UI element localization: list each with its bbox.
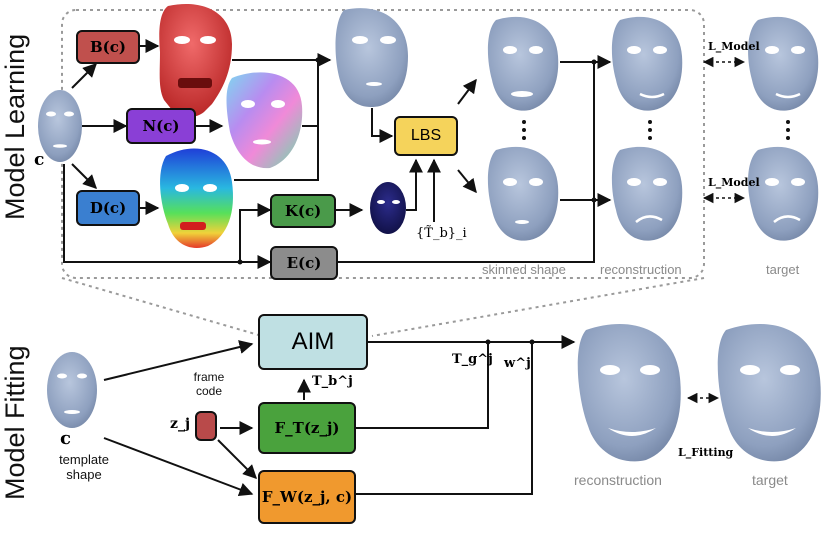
fitting-target-face — [717, 324, 821, 462]
frame-code-label: frame code — [193, 370, 225, 398]
reconstruction-face-top — [611, 16, 683, 111]
fitting-target-label: target — [752, 472, 788, 488]
box-b: B(c) — [76, 30, 140, 64]
tg-label: T_g^j — [452, 352, 493, 367]
template-shape-label: template shape — [59, 452, 109, 482]
target-face-top — [748, 16, 819, 111]
aim-funnel-right — [371, 277, 705, 337]
box-e: E(c) — [270, 246, 338, 280]
learning-target-label: target — [766, 262, 800, 277]
tb-label: T_b^j — [312, 374, 353, 389]
model-fitting-title: Model Fitting — [0, 345, 30, 500]
bone-transforms-label: {T̃_b}_i — [416, 226, 467, 241]
aim-funnel-left — [61, 277, 263, 337]
frame-code-var: z_j — [170, 416, 191, 432]
template-code-label: c — [60, 428, 71, 449]
box-fw: F_W(z_j, c) — [258, 470, 356, 524]
blendshape-heat-face — [160, 148, 233, 248]
skinned-shape-label: skinned shape — [482, 262, 566, 277]
loss-model-bottom: L_Model — [708, 176, 760, 189]
template-face — [47, 352, 97, 428]
box-k: K(c) — [270, 194, 336, 228]
skinned-face-top — [487, 16, 559, 111]
skinned-face-bottom — [487, 146, 559, 241]
input-code-label: c — [34, 150, 45, 170]
w-label: w^j — [504, 356, 531, 371]
fitting-reconstruction-label: reconstruction — [574, 472, 662, 488]
loss-fitting-label: L_Fitting — [678, 446, 734, 459]
model-learning-title: Model Learning — [0, 33, 30, 220]
target-face-bottom — [748, 146, 819, 241]
frame-code-swatch — [195, 411, 217, 441]
reconstruction-face-bottom — [611, 146, 683, 241]
box-n: N(c) — [126, 108, 196, 144]
normal-map-face — [226, 72, 303, 169]
loss-model-top: L_Model — [708, 40, 760, 53]
ellipsis-dots — [522, 120, 790, 140]
box-aim: AIM — [258, 314, 368, 370]
learning-reconstruction-label: reconstruction — [600, 262, 682, 277]
fitting-reconstruction-face — [577, 324, 681, 462]
mean-shape-face — [335, 8, 408, 108]
loss-arrows — [686, 56, 746, 404]
learning-arrows — [63, 39, 612, 269]
fitting-arrows — [103, 335, 576, 497]
box-ft: F_T(z_j) — [258, 402, 356, 454]
input-face — [38, 90, 82, 162]
box-d: D(c) — [76, 190, 140, 226]
bone-shape-face — [159, 3, 232, 118]
pose-corrective-face — [370, 182, 406, 234]
box-lbs: LBS — [394, 116, 458, 156]
